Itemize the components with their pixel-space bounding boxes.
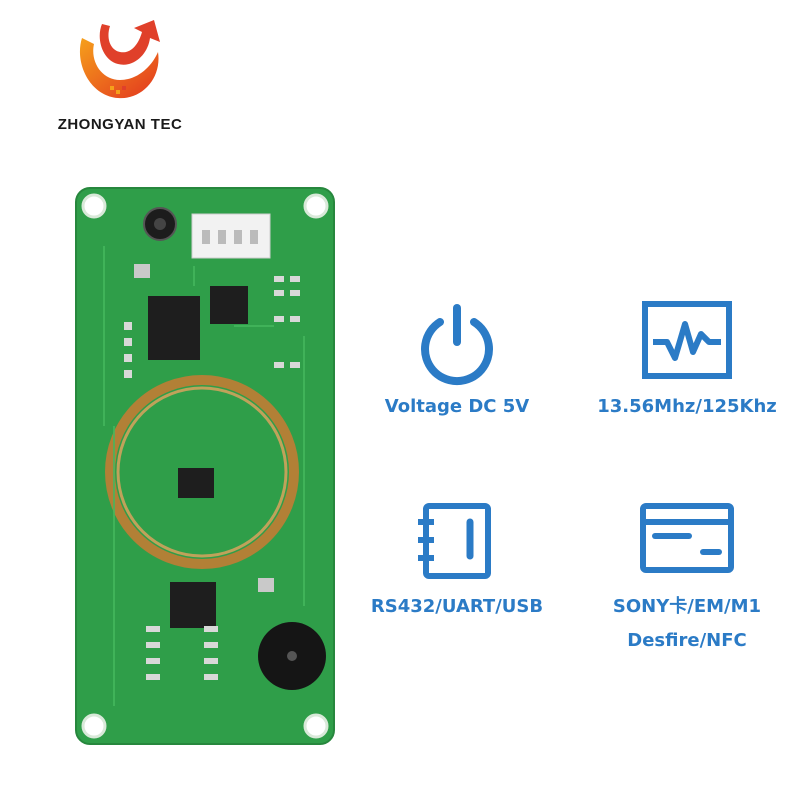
feature-label: Voltage DC 5V (384, 396, 530, 417)
feature-label: RS432/UART/USB (370, 596, 544, 617)
power-icon (421, 304, 493, 386)
brand-logo: ZHONGYAN TEC (40, 18, 200, 138)
port-interface-icon (418, 503, 491, 579)
feature-frequency: 13.56Mhz/125Khz (592, 298, 782, 448)
card-icon (640, 503, 734, 573)
brand-name: ZHONGYAN TEC (57, 116, 183, 133)
zhongyan-logo-icon (79, 20, 160, 99)
feature-label-line2: Desfire/NFC (627, 630, 747, 651)
rfid-pcb-board-image (75, 187, 335, 745)
feature-card-types: SONY卡/EM/M1 Desfire/NFC (592, 500, 782, 651)
feature-interface: RS432/UART/USB (362, 500, 552, 650)
feature-voltage: Voltage DC 5V (362, 302, 552, 452)
feature-label: 13.56Mhz/125Khz (597, 396, 777, 417)
frequency-waveform-icon (642, 301, 732, 379)
feature-label-line1: SONY卡/EM/M1 (612, 596, 762, 617)
